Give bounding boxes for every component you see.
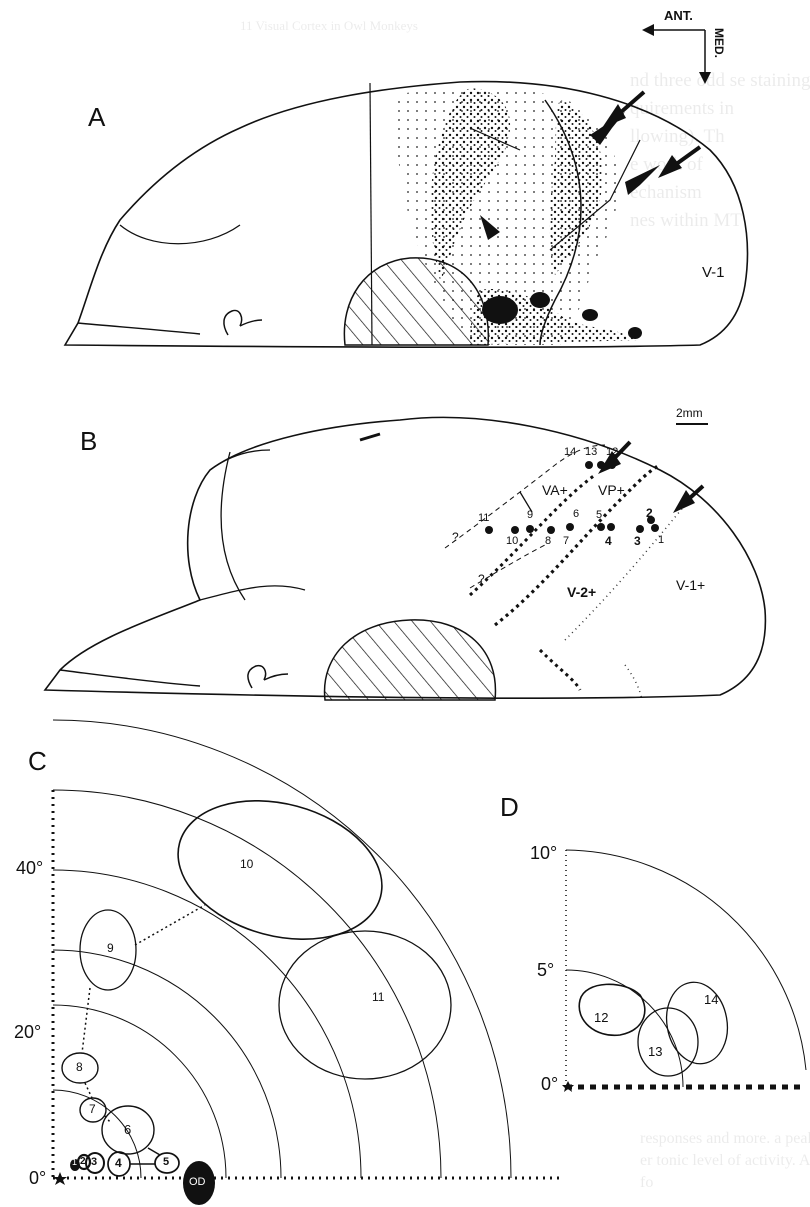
field-number: 14 bbox=[704, 992, 718, 1007]
eccentricity-tick-0: 0° bbox=[541, 1074, 558, 1095]
eccentricity-tick-5: 5° bbox=[537, 960, 554, 981]
field-number: 13 bbox=[648, 1044, 662, 1059]
field-number: 12 bbox=[594, 1010, 608, 1025]
eccentricity-tick-10: 10° bbox=[530, 843, 557, 864]
